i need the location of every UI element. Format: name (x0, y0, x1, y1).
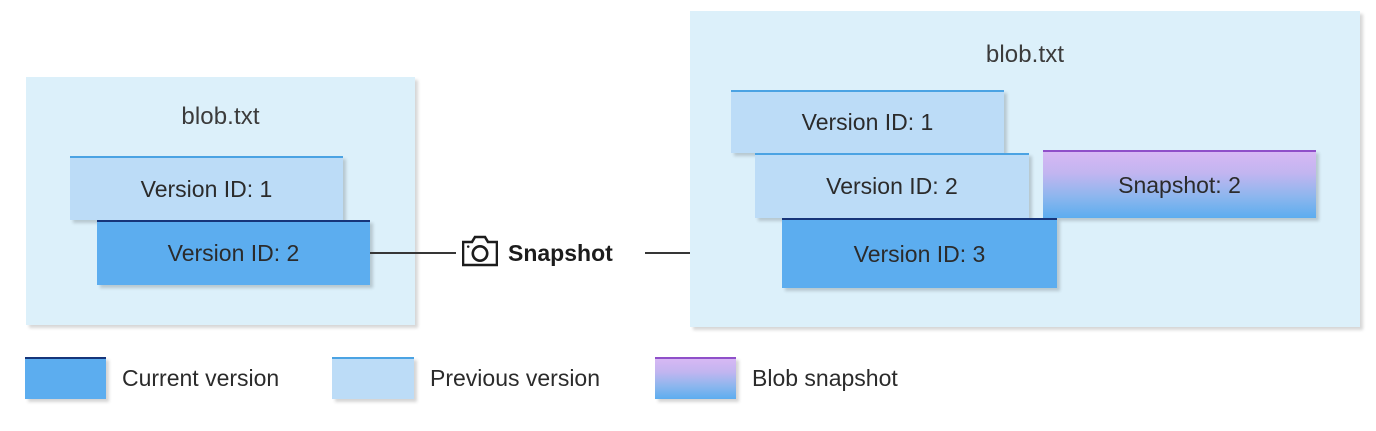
legend-label-blob-snapshot: Blob snapshot (752, 365, 898, 391)
version-box-after-1: Version ID: 1 (731, 90, 1004, 153)
version-box-after-3: Version ID: 3 (782, 218, 1057, 288)
legend-swatch-previous-version (332, 357, 414, 399)
camera-icon (461, 235, 499, 267)
legend-swatch-current-version (25, 357, 106, 399)
legend-label-current-version: Current version (122, 365, 280, 391)
blob-title-before: blob.txt (181, 103, 260, 130)
legend-swatch-blob-snapshot (655, 357, 736, 399)
version-box-before-1: Version ID: 1 (70, 156, 343, 220)
version-box-label: Version ID: 2 (826, 173, 958, 199)
legend-label-previous-version: Previous version (430, 365, 601, 391)
snapshot-box-after: Snapshot: 2 (1043, 150, 1316, 218)
connector-line-left (370, 252, 456, 254)
snapshot-box-label: Snapshot: 2 (1118, 171, 1241, 198)
version-box-label: Version ID: 2 (167, 240, 300, 266)
version-box-label: Version ID: 1 (801, 109, 934, 135)
snapshot-transition-label: Snapshot (508, 240, 613, 266)
version-box-after-2: Version ID: 2 (755, 153, 1029, 218)
version-box-label: Version ID: 1 (140, 175, 273, 202)
version-box-label: Version ID: 3 (853, 240, 986, 267)
blob-title-after: blob.txt (985, 41, 1065, 68)
version-box-before-2: Version ID: 2 (97, 220, 370, 285)
